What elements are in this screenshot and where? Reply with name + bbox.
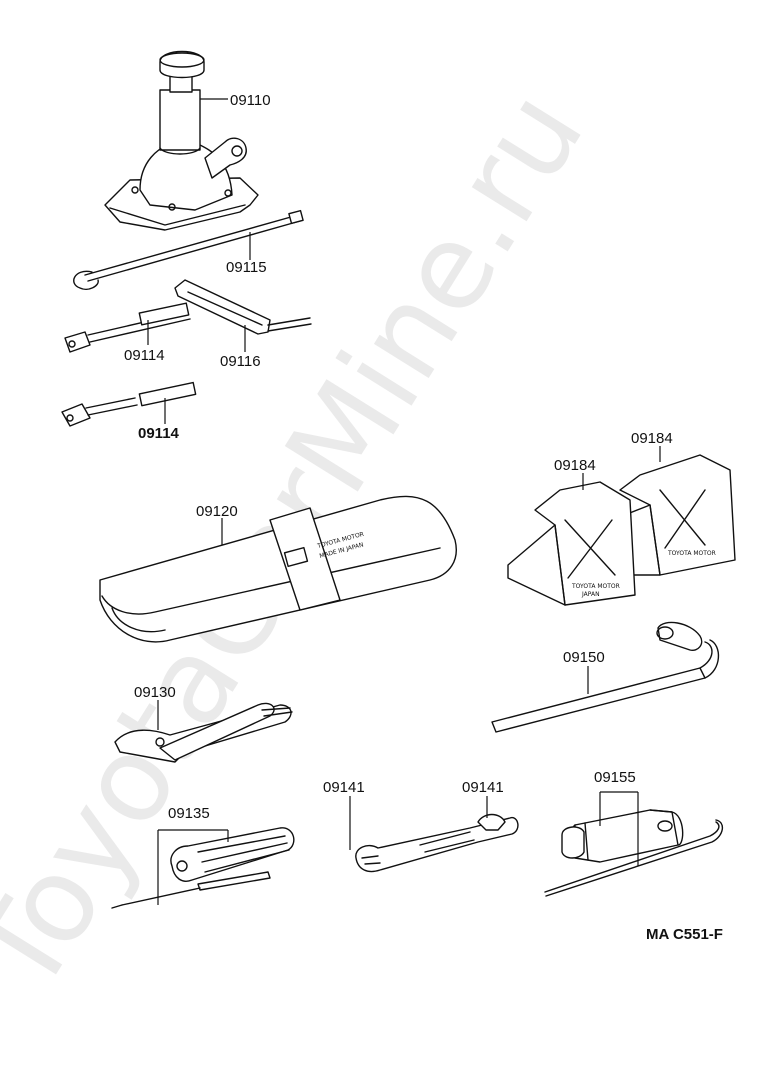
label-09184-right: 09184 — [631, 430, 673, 447]
diagram-code: MA C551-F — [646, 926, 723, 943]
label-09141-b: 09141 — [462, 779, 504, 796]
label-09114-b: 09114 — [138, 425, 180, 442]
ratchet-handle-illustration — [174, 279, 312, 335]
chock-left-print-1: TOYOTA MOTOR — [571, 583, 620, 590]
label-09150: 09150 — [563, 649, 605, 666]
jack-handle-illustration — [73, 209, 304, 290]
screwdriver-illustration — [111, 827, 295, 909]
tool-bag-illustration: TOYOTA MOTOR MADE IN JAPAN — [99, 495, 457, 643]
label-09114-a: 09114 — [124, 347, 165, 364]
label-09184-left: 09184 — [554, 457, 596, 474]
wheel-nut-wrench-illustration — [491, 621, 720, 733]
label-09130: 09130 — [134, 684, 176, 701]
jack-illustration — [104, 50, 259, 231]
chock-left-print-2: JAPAN — [581, 591, 600, 598]
label-09110: 09110 — [230, 92, 271, 109]
pliers-illustration — [114, 702, 293, 763]
extension-bar-b-illustration — [61, 381, 197, 427]
label-09120: 09120 — [196, 503, 238, 520]
extension-bar-a-illustration — [64, 302, 191, 353]
wheel-chock-left-illustration: TOYOTA MOTOR JAPAN — [507, 481, 636, 606]
label-09116: 09116 — [220, 353, 261, 370]
label-09155: 09155 — [594, 769, 636, 786]
spark-plug-wrench-illustration — [544, 809, 723, 897]
label-09115: 09115 — [226, 259, 267, 276]
label-09141-a: 09141 — [323, 779, 365, 796]
chock-right-print: TOYOTA MOTOR — [667, 550, 716, 557]
open-wrench-illustration — [355, 813, 519, 873]
label-09135: 09135 — [168, 805, 210, 822]
